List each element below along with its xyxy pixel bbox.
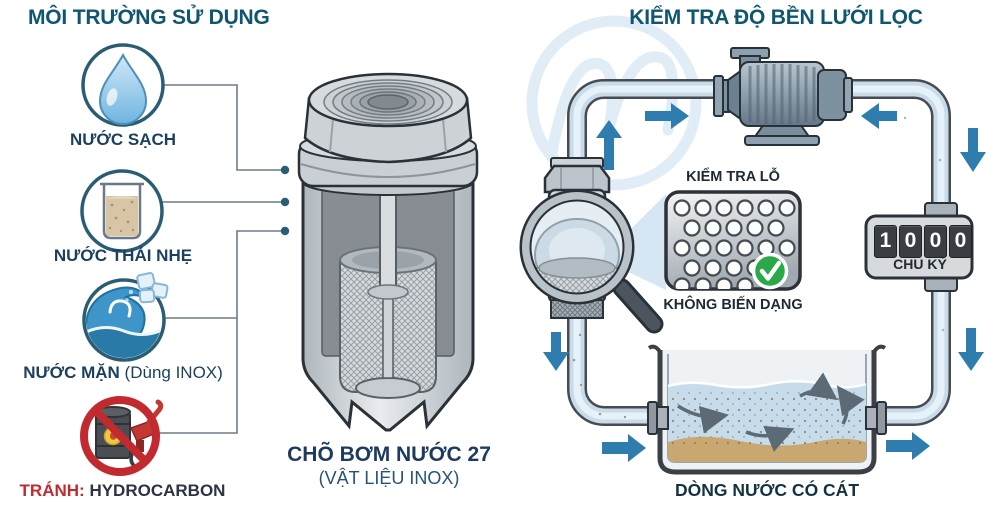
magnifier-icon [519,189,664,334]
label-avoid-prefix: TRÁNH: [19,481,85,500]
arrow-right-bottom-right [886,432,930,460]
counter-digit: 0 [924,225,947,258]
beaker-wastewater-icon [80,169,164,253]
mesh-inspection-label: KIỂM TRA LỖ [686,169,780,185]
sand-tank [647,344,887,475]
label-salt-water-note: (Dùng INOX) [124,363,223,382]
label-light-wastewater: NƯỚC THẢI NHẸ [53,246,193,265]
valve-cutaway-illustration [297,72,479,432]
arrow-down-left [543,332,569,371]
counter-digit: 0 [949,225,972,258]
label-salt-water: NƯỚC MẶN (Dùng INOX) [13,363,233,383]
cycle-counter-digits: 1 0 0 0 [874,225,972,258]
left-panel-title: MÔI TRƯỜNG SỬ DỤNG [28,6,270,29]
arrow-right-bottom-left [602,434,646,462]
tank-label: DÒNG NƯỚC CÓ CÁT [674,480,860,500]
tank-flow-arrows [677,372,865,452]
label-avoid-hydrocarbon: TRÁNH: HYDROCARBON [10,481,235,501]
sea-wave-ice-icon [82,272,169,362]
label-hydrocarbon: HYDROCARBON [89,481,226,500]
mesh-inspection-result: KHÔNG BIẾN DẠNG [663,297,803,313]
product-material: (VẬT LIỆU INOX) [318,468,460,488]
no-hydrocarbon-icon [80,396,164,476]
connector-dots [280,165,290,236]
label-clean-water: NƯỚC SẠCH [69,130,177,149]
prohibition-sign [80,396,160,476]
counter-digit: 0 [899,225,922,258]
product-name: CHÕ BƠM NƯỚC 27 [287,443,491,466]
tank-flanges [647,401,887,435]
magnifier-beam [620,194,666,290]
valve-hex-nut [303,72,473,164]
arrow-left-top [861,103,897,129]
arrow-down-right-upper [960,128,986,172]
cycle-counter-unit: CHU KỲ [893,256,947,272]
check-ok-icon [751,252,789,290]
flow-arrows [543,103,986,462]
arrow-down-right-lower [958,328,984,371]
right-panel-title: KIỂM TRA ĐỘ BỀN LƯỚI LỌC [629,6,923,29]
ice-cubes [136,272,169,304]
label-salt-water-main: NƯỚC MẶN [23,363,120,382]
counter-digit: 1 [874,225,897,258]
arrow-right-top [645,103,689,129]
arrow-up [596,120,622,170]
connector-lines [157,84,283,434]
water-drop-icon [81,43,165,127]
pump-icon [713,47,853,146]
